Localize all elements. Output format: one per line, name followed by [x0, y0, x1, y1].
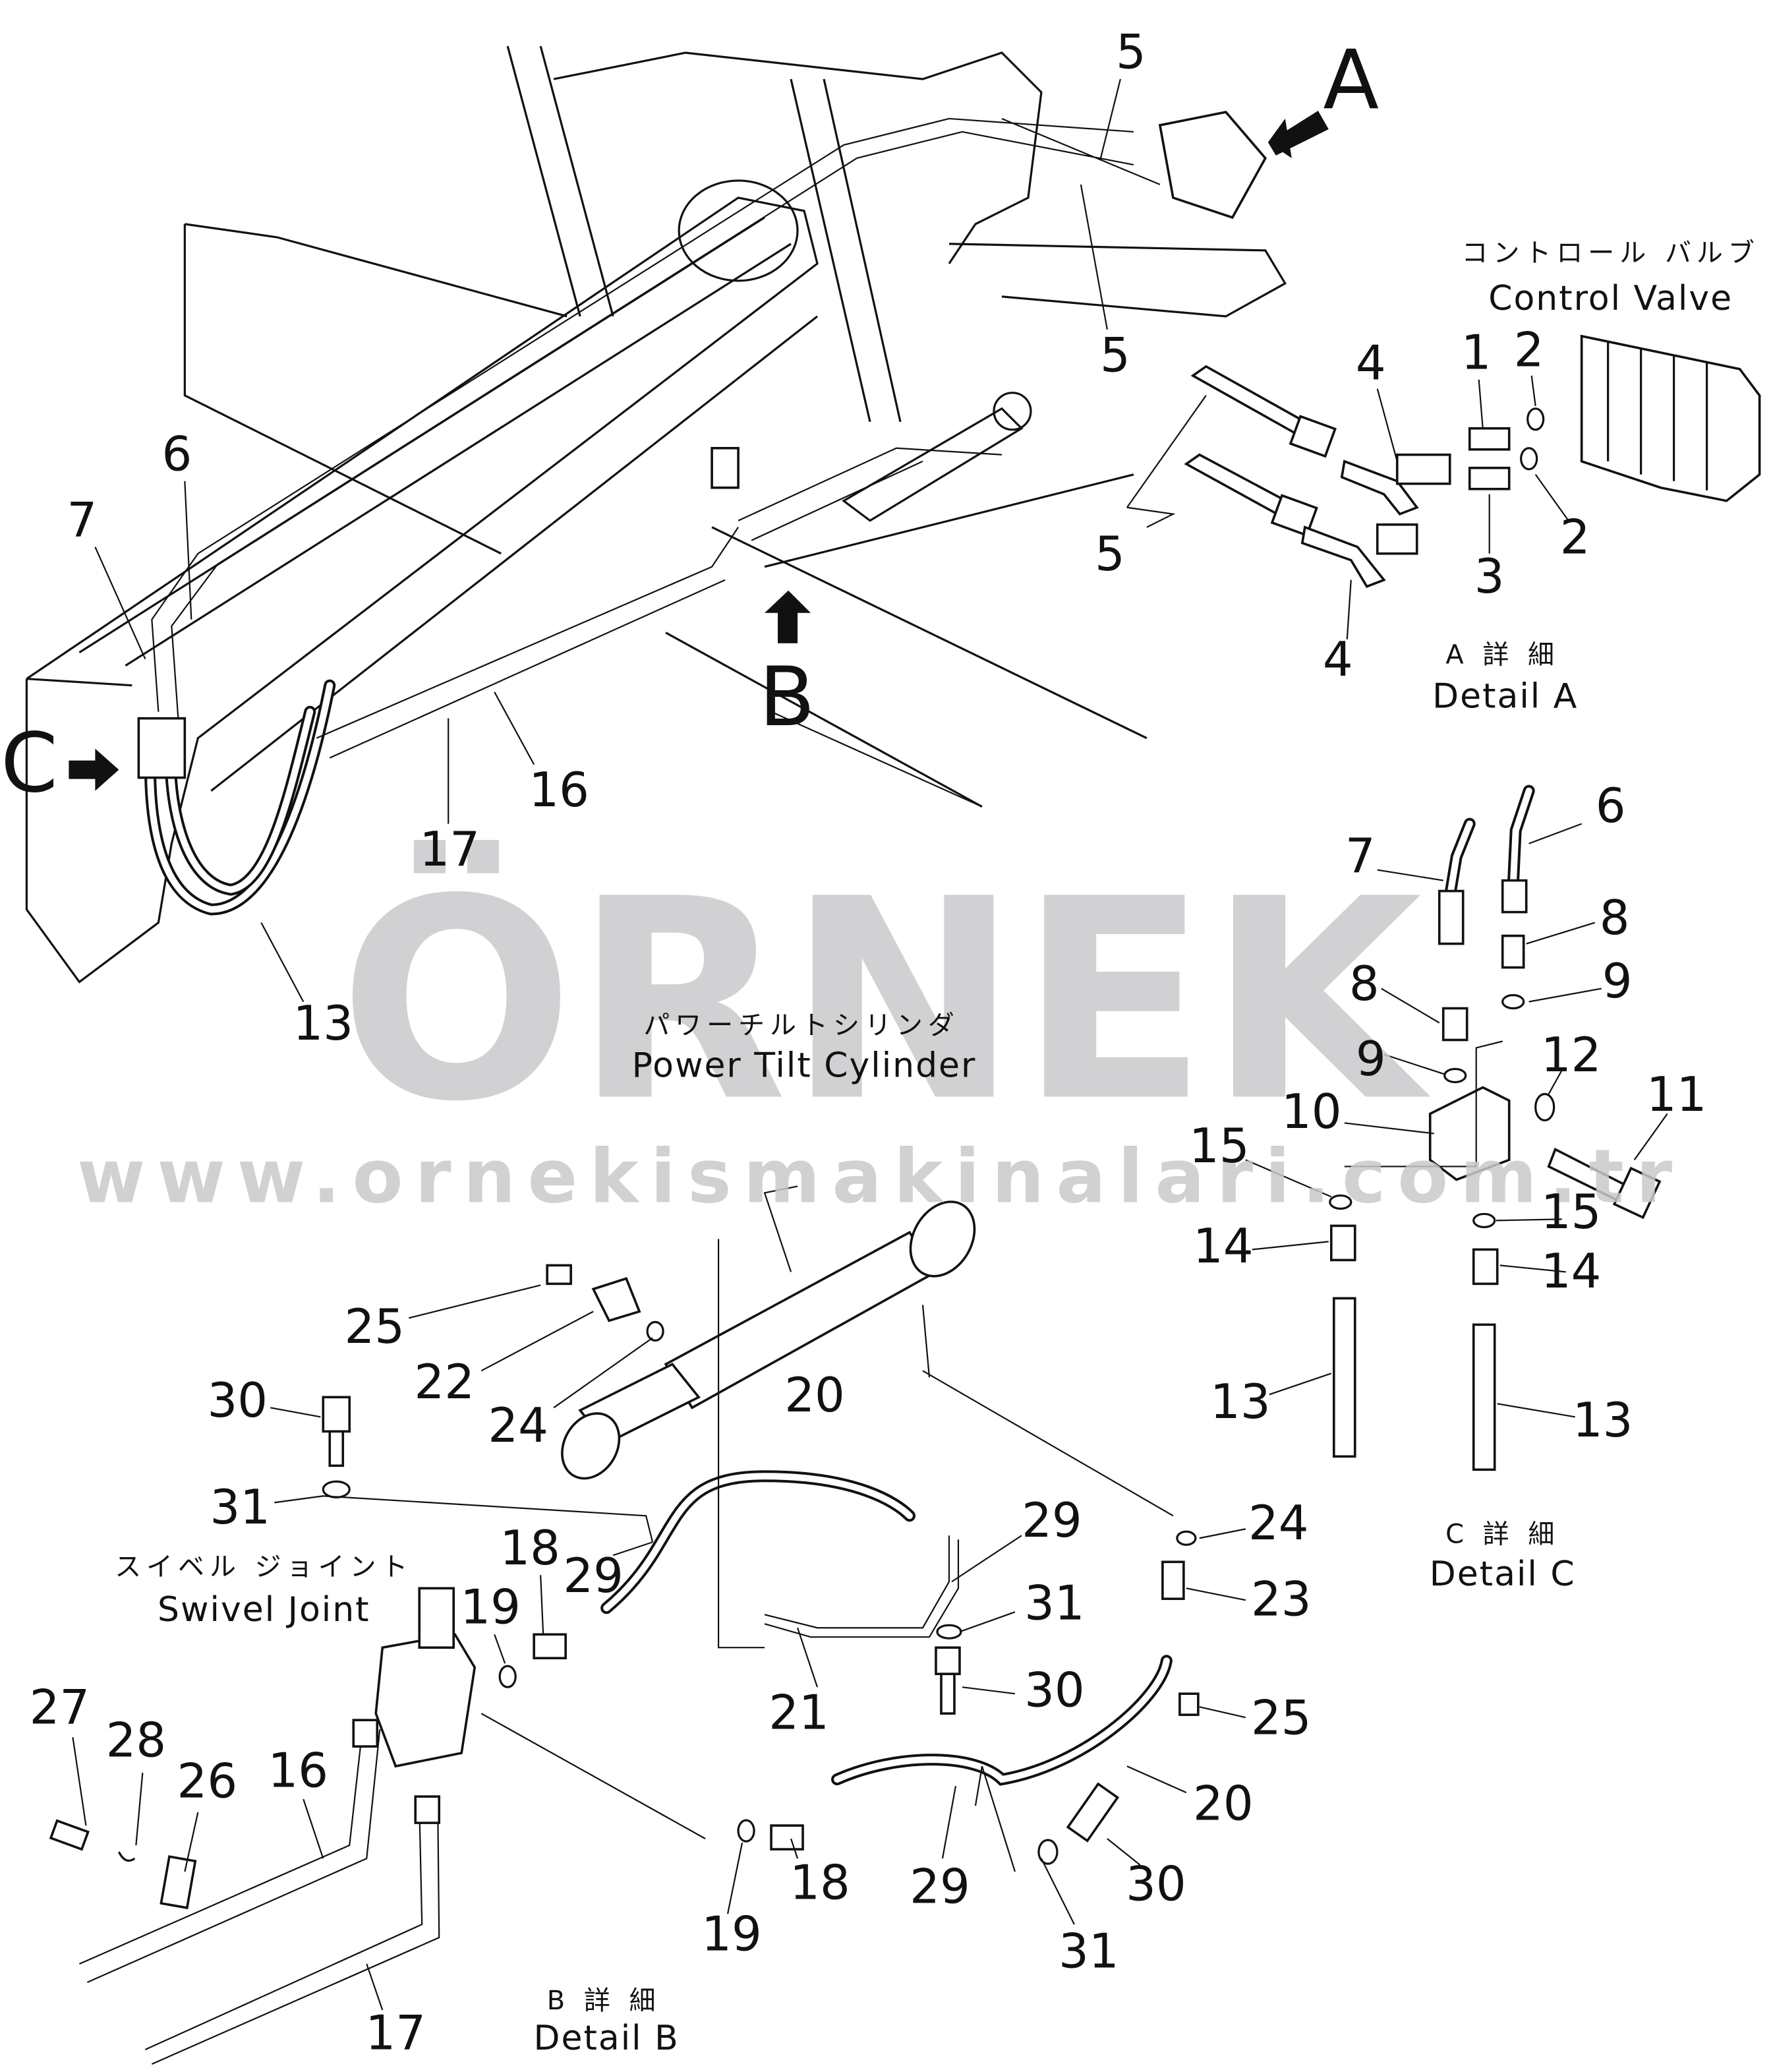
watermark-brand: ÖRNEK	[339, 837, 1433, 1163]
swivel-joint-title: Swivel Joint	[158, 1590, 370, 1630]
callout-label: 6	[1596, 778, 1626, 833]
callout-label: 29	[563, 1548, 624, 1603]
callout-label: 13	[1573, 1392, 1633, 1448]
callout-label: 19	[460, 1580, 521, 1635]
view-marker-a: A	[1323, 33, 1379, 128]
callout-label: 24	[1248, 1495, 1309, 1551]
callout-label: 4	[1356, 335, 1386, 390]
callout-label: 24	[488, 1398, 548, 1453]
callout-label: 30	[1126, 1856, 1186, 1912]
control-valve-title-jp: コントロール バルブ	[1461, 238, 1759, 268]
callout-label: 26	[177, 1754, 238, 1809]
callout-label: 31	[1024, 1576, 1085, 1631]
callout-label: 14	[1193, 1218, 1254, 1274]
callout-label: 13	[1210, 1374, 1271, 1429]
callout-label: 22	[414, 1354, 475, 1409]
callout-label: 12	[1541, 1027, 1602, 1082]
main-assembly-drawing	[25, 45, 1329, 1003]
detail-a-caption: Detail A	[1432, 677, 1578, 717]
callout-label: 5	[1100, 327, 1130, 382]
callout-label: 6	[161, 426, 192, 481]
detail-c-caption-jp: C 詳 細	[1445, 1519, 1559, 1549]
callout-label: 30	[1024, 1663, 1085, 1718]
callout-label: 17	[365, 2005, 426, 2061]
callout-label: 2	[1514, 322, 1544, 377]
callout-label: 31	[210, 1479, 271, 1535]
callout-label: 28	[106, 1713, 167, 1768]
arrow-a-icon	[1267, 110, 1329, 158]
callout-label: 8	[1600, 890, 1630, 945]
watermark-url: www.ornekismakinalari.com.tr	[77, 1134, 1684, 1220]
callout-label: 20	[784, 1367, 845, 1423]
callout-label: 4	[1323, 632, 1353, 687]
callout-label: 9	[1602, 953, 1633, 1009]
callout-label: 3	[1474, 548, 1505, 604]
control-valve-title: Control Valve	[1488, 279, 1733, 318]
detail-c-drawing	[1245, 784, 1668, 1471]
detail-c-labels: 6 7 8 8 9 9 12 11 10 15 15 14 14 13 13 C…	[1189, 778, 1706, 1594]
detail-b-caption-jp: B 詳 細	[547, 1986, 661, 2016]
arrow-b-icon	[765, 590, 811, 643]
callout-label: 13	[293, 995, 353, 1051]
callout-label: 5	[1116, 24, 1146, 79]
detail-a-drawing	[1126, 334, 1761, 639]
callout-label: 20	[1193, 1776, 1254, 1831]
detail-a-caption-jp: A 詳 細	[1445, 640, 1559, 670]
callout-label: 2	[1560, 509, 1590, 564]
callout-label: 14	[1541, 1243, 1602, 1299]
detail-b-labels: 25 22 24 20 30 31 18 29 29 19 24 23 31 3…	[30, 1299, 1312, 2061]
callout-label: 25	[344, 1299, 405, 1354]
callout-label: 18	[790, 1855, 850, 1910]
callout-label: 31	[1059, 1924, 1119, 1979]
callout-label: 21	[769, 1685, 829, 1740]
swivel-joint-title-jp: スイベル ジョイント	[115, 1552, 413, 1582]
main-view-labels: 5 5 A 6 7 C 16 17 13 B	[1, 24, 1379, 1051]
callout-label: 1	[1461, 324, 1492, 380]
callout-label: 16	[529, 762, 589, 817]
view-marker-c: C	[1, 716, 58, 811]
power-tilt-title-jp: パワーチルトシリンダ	[643, 1011, 960, 1041]
callout-label: 10	[1281, 1084, 1342, 1139]
callout-label: 11	[1646, 1067, 1707, 1122]
callout-label: 7	[67, 492, 97, 547]
callout-label: 8	[1349, 956, 1380, 1011]
callout-label: 15	[1541, 1184, 1602, 1239]
callout-label: 30	[208, 1373, 268, 1428]
view-marker-b: B	[759, 650, 815, 745]
callout-label: 25	[1251, 1690, 1312, 1746]
callout-label: 19	[701, 1907, 762, 1962]
watermark: ÖRNEK www.ornekismakinalari.com.tr	[77, 837, 1684, 1220]
detail-b-caption: Detail B	[534, 2019, 680, 2058]
callout-label: 29	[1022, 1493, 1082, 1548]
callout-label: 7	[1345, 828, 1376, 883]
callout-label: 9	[1356, 1031, 1386, 1086]
detail-b-drawing	[49, 1185, 1246, 2065]
callout-label: 16	[268, 1743, 328, 1798]
callout-label: 29	[910, 1859, 970, 1914]
detail-a-labels: コントロール バルブ Control Valve 4 1 2 5 2 3 4 A…	[1095, 238, 1759, 717]
detail-c-caption: Detail C	[1430, 1554, 1576, 1594]
callout-label: 5	[1095, 526, 1125, 581]
callout-label: 17	[419, 821, 480, 877]
callout-label: 18	[500, 1520, 560, 1576]
power-tilt-title: Power Tilt Cylinder	[632, 1046, 977, 1085]
callout-label: 27	[30, 1680, 90, 1735]
arrow-c-icon	[69, 748, 119, 791]
callout-label: 23	[1251, 1572, 1312, 1627]
callout-label: 15	[1189, 1118, 1250, 1173]
